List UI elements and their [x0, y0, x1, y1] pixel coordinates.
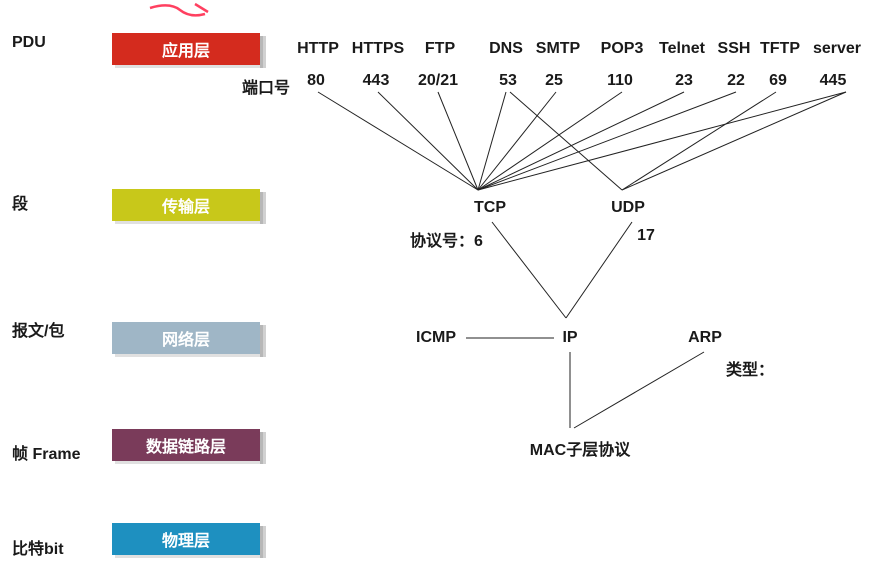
protocol-https: HTTPS [351, 40, 405, 57]
arp-label: ARP [688, 329, 722, 346]
line-http-tcp [317, 91, 479, 191]
protocol-pop3: POP3 [600, 40, 644, 57]
pdu-header: PDU [12, 34, 46, 51]
protocol-http: HTTP [297, 40, 339, 57]
protocol-smtp: SMTP [535, 40, 581, 57]
line-smtp-tcp [477, 91, 557, 191]
line-ssh-tcp [477, 91, 737, 191]
port-http: 80 [307, 72, 325, 89]
port-ssh: 22 [727, 72, 745, 89]
transport-layer-label: 传输层 [161, 199, 210, 216]
network-layer-label: 网络层 [161, 332, 210, 349]
datalink-layer-label: 数据链路层 [145, 439, 226, 456]
protocol-telnet: Telnet [659, 40, 705, 57]
port-dns: 53 [499, 72, 517, 89]
pdu-frame: 帧 Frame [12, 446, 81, 463]
protocol-ssh: SSH [717, 40, 751, 57]
line-telnet-tcp [477, 91, 685, 191]
tcp-label: TCP [474, 199, 506, 216]
datalink-layer-box: 数据链路层 [112, 429, 266, 464]
port-pop3: 110 [607, 72, 633, 89]
physical-layer-box: 物理层 [112, 523, 266, 558]
type-label: 类型： [726, 362, 775, 379]
line-udp-ip [565, 221, 633, 319]
port-server: 445 [819, 72, 847, 89]
protocol-server: server [812, 40, 862, 57]
pdu-packet: 报文/包 [12, 323, 65, 340]
port-number-label: 端口号 [242, 80, 291, 97]
line-tftp-udp [621, 91, 777, 191]
line-arp-mac [573, 351, 705, 429]
line-dns-tcp [477, 91, 507, 191]
protocol-ftp: FTP [424, 40, 456, 57]
line-tcp-ip [491, 221, 567, 319]
line-server-tcp [477, 91, 847, 191]
line-dns-udp [509, 91, 623, 191]
line-pop3-tcp [477, 91, 623, 191]
icmp-label: ICMP [416, 329, 456, 346]
udp-label: UDP [611, 199, 645, 216]
pdu-bit: 比特bit [12, 541, 64, 558]
line-server-udp [621, 91, 847, 191]
line-https-tcp [377, 91, 479, 191]
line-ftp-tcp [437, 91, 479, 191]
port-ftp: 20/21 [417, 72, 459, 89]
scribble-decoration-2 [194, 2, 209, 14]
scribble-decoration [149, 4, 206, 17]
network-layer-box: 网络层 [112, 322, 266, 357]
application-layer-box: 应用层 [112, 33, 266, 68]
protocol-tftp: TFTP [760, 40, 800, 57]
transport-layer-box: 传输层 [112, 189, 266, 224]
port-tftp: 69 [769, 72, 787, 89]
ip-label: IP [562, 329, 578, 346]
pdu-segment: 段 [12, 196, 29, 213]
protocol-number-label: 协议号：6 [410, 233, 483, 250]
port-smtp: 25 [545, 72, 563, 89]
port-https: 443 [362, 72, 390, 89]
udp-protocol-number: 17 [637, 227, 655, 244]
application-layer-label: 应用层 [161, 43, 210, 60]
physical-layer-label: 物理层 [161, 533, 210, 550]
mac-sublayer-label: MAC子层协议 [529, 442, 631, 459]
port-telnet: 23 [675, 72, 693, 89]
protocol-dns: DNS [489, 40, 523, 57]
